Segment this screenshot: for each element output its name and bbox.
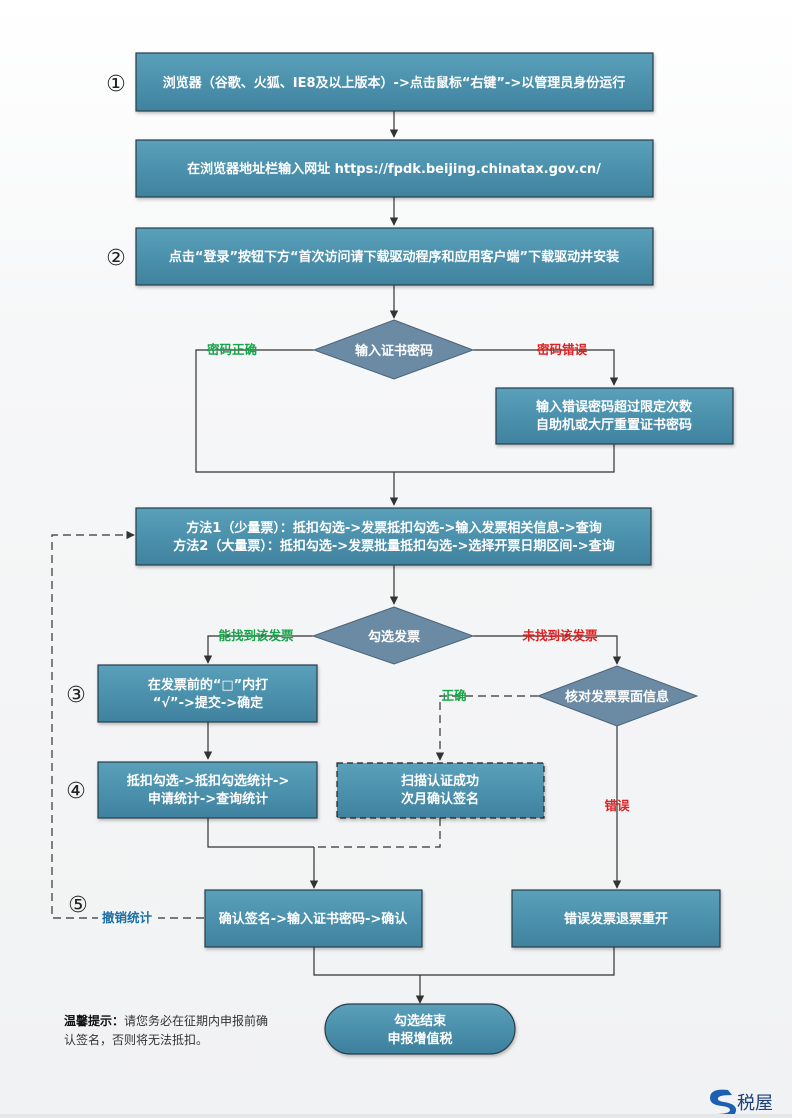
shuiwu-logo-icon: [710, 1089, 737, 1118]
node-text: 错误发票退票重开: [564, 911, 668, 927]
edge-scan-merge: [314, 818, 441, 848]
node-query-methods: 方法1（少量票）：抵扣勾选->发票抵扣勾选->输入发票相关信息->查询 方法2（…: [135, 507, 652, 566]
step-3-marker: ③: [66, 683, 86, 708]
edge-not-found: [473, 635, 622, 665]
edge-found: [203, 635, 313, 664]
label-found: 能找到该发票: [218, 628, 294, 643]
step-2-marker: ②: [106, 246, 126, 271]
node-text: 核对发票票面信息: [565, 689, 669, 705]
brand-name: 税屋: [737, 1093, 773, 1114]
label-not-found: 未找到该发票: [521, 628, 598, 643]
edge-correct: [435, 695, 538, 761]
step-1-marker: ①: [106, 72, 126, 97]
node-install-driver: 点击“登录”按钮下方“首次访问请下载驱动程序和应用客户端”下载驱动并安装: [135, 227, 654, 286]
node-text: 在发票前的“□”内打: [148, 677, 268, 693]
node-text: 扫描认证成功: [401, 773, 479, 789]
decision-select-invoice: 勾选发票: [311, 606, 475, 665]
decision-enter-password: 输入证书密码: [312, 319, 475, 380]
label-bg: [98, 910, 158, 926]
decision-check-invoice: 核对发票票面信息: [536, 665, 699, 727]
label-cancel-statistics: 撤销统计: [102, 910, 153, 925]
node-text: “√”->提交->确定: [153, 695, 263, 711]
note-text-2: 认签名，否则将无法抵扣。: [64, 1032, 208, 1047]
node-open-browser: 浏览器（谷歌、火狐、IE8及以上版本）->点击鼠标“右键”->以管理员身份运行: [135, 52, 654, 112]
node-text: 浏览器（谷歌、火狐、IE8及以上版本）->点击鼠标“右键”->以管理员身份运行: [163, 75, 625, 91]
note-line-1: 温馨提示：请您务必在征期内申报前确: [64, 1013, 268, 1028]
node-text: 输入错误密码超过限定次数: [536, 399, 693, 415]
edge-end-merge: [313, 947, 615, 976]
node-text: 输入证书密码: [355, 343, 433, 359]
node-text: 自助机或大厅重置证书密码: [536, 417, 692, 433]
node-text: 方法2（大量票）：抵扣勾选->发票批量抵扣勾选->选择开票日期区间->查询: [173, 538, 614, 554]
step-5-marker: ⑤: [68, 893, 88, 918]
edge-cancel-stats: [51, 530, 204, 919]
note-title: 温馨提示：: [64, 1013, 124, 1028]
node-text: 次月确认签名: [401, 791, 479, 807]
label-correct: 正确: [441, 688, 466, 703]
node-text: 申请统计->查询统计: [148, 791, 268, 807]
step-4-marker: ④: [66, 779, 86, 804]
node-text: 抵扣勾选->抵扣勾选统计->: [127, 773, 290, 789]
label-password-wrong: 密码错误: [536, 342, 588, 357]
edge-stats-merge: [207, 818, 314, 848]
node-confirm-sign: 确认签名->输入证书密码->确认: [204, 889, 423, 948]
node-text: 申报增值税: [387, 1031, 452, 1047]
node-text: 勾选发票: [368, 629, 420, 645]
node-text: 勾选结束: [394, 1013, 447, 1029]
brand-logo: 税屋: [710, 1089, 773, 1118]
node-tick-submit: 在发票前的“□”内打 “√”->提交->确定: [97, 664, 318, 723]
warm-tip-note: 温馨提示：请您务必在征期内申报前确 认签名，否则将无法抵扣。: [64, 1013, 268, 1047]
node-reset-password: 输入错误密码超过限定次数 自助机或大厅重置证书密码: [495, 387, 734, 445]
node-text: 点击“登录”按钮下方“首次访问请下载驱动程序和应用客户端”下载驱动并安装: [169, 249, 619, 265]
node-scan-auth: 扫描认证成功 次月确认签名: [336, 762, 545, 819]
terminal-end: 勾选结束 申报增值税: [324, 1003, 516, 1055]
edge-pwd-wrong: [473, 349, 619, 386]
connectors: [51, 111, 622, 1004]
node-statistics: 抵扣勾选->抵扣勾选统计-> 申请统计->查询统计: [97, 761, 318, 819]
node-reissue: 错误发票退票重开: [511, 889, 721, 948]
bottom-border: [0, 1114, 792, 1118]
node-text: 在浏览器地址栏输入网址 https://fpdk.beijing.chinata…: [187, 161, 601, 177]
node-enter-url: 在浏览器地址栏输入网址 https://fpdk.beijing.chinata…: [135, 139, 654, 198]
edge-pwd-ok: [195, 349, 394, 473]
label-password-correct: 密码正确: [206, 342, 257, 357]
note-text-1: 请您务必在征期内申报前确: [124, 1013, 268, 1028]
node-text: 方法1（少量票）：抵扣勾选->发票抵扣勾选->输入发票相关信息->查询: [186, 520, 601, 536]
edge-reset-back: [394, 444, 615, 473]
label-error: 错误: [604, 798, 630, 813]
node-text: 确认签名->输入证书密码->确认: [219, 911, 409, 927]
